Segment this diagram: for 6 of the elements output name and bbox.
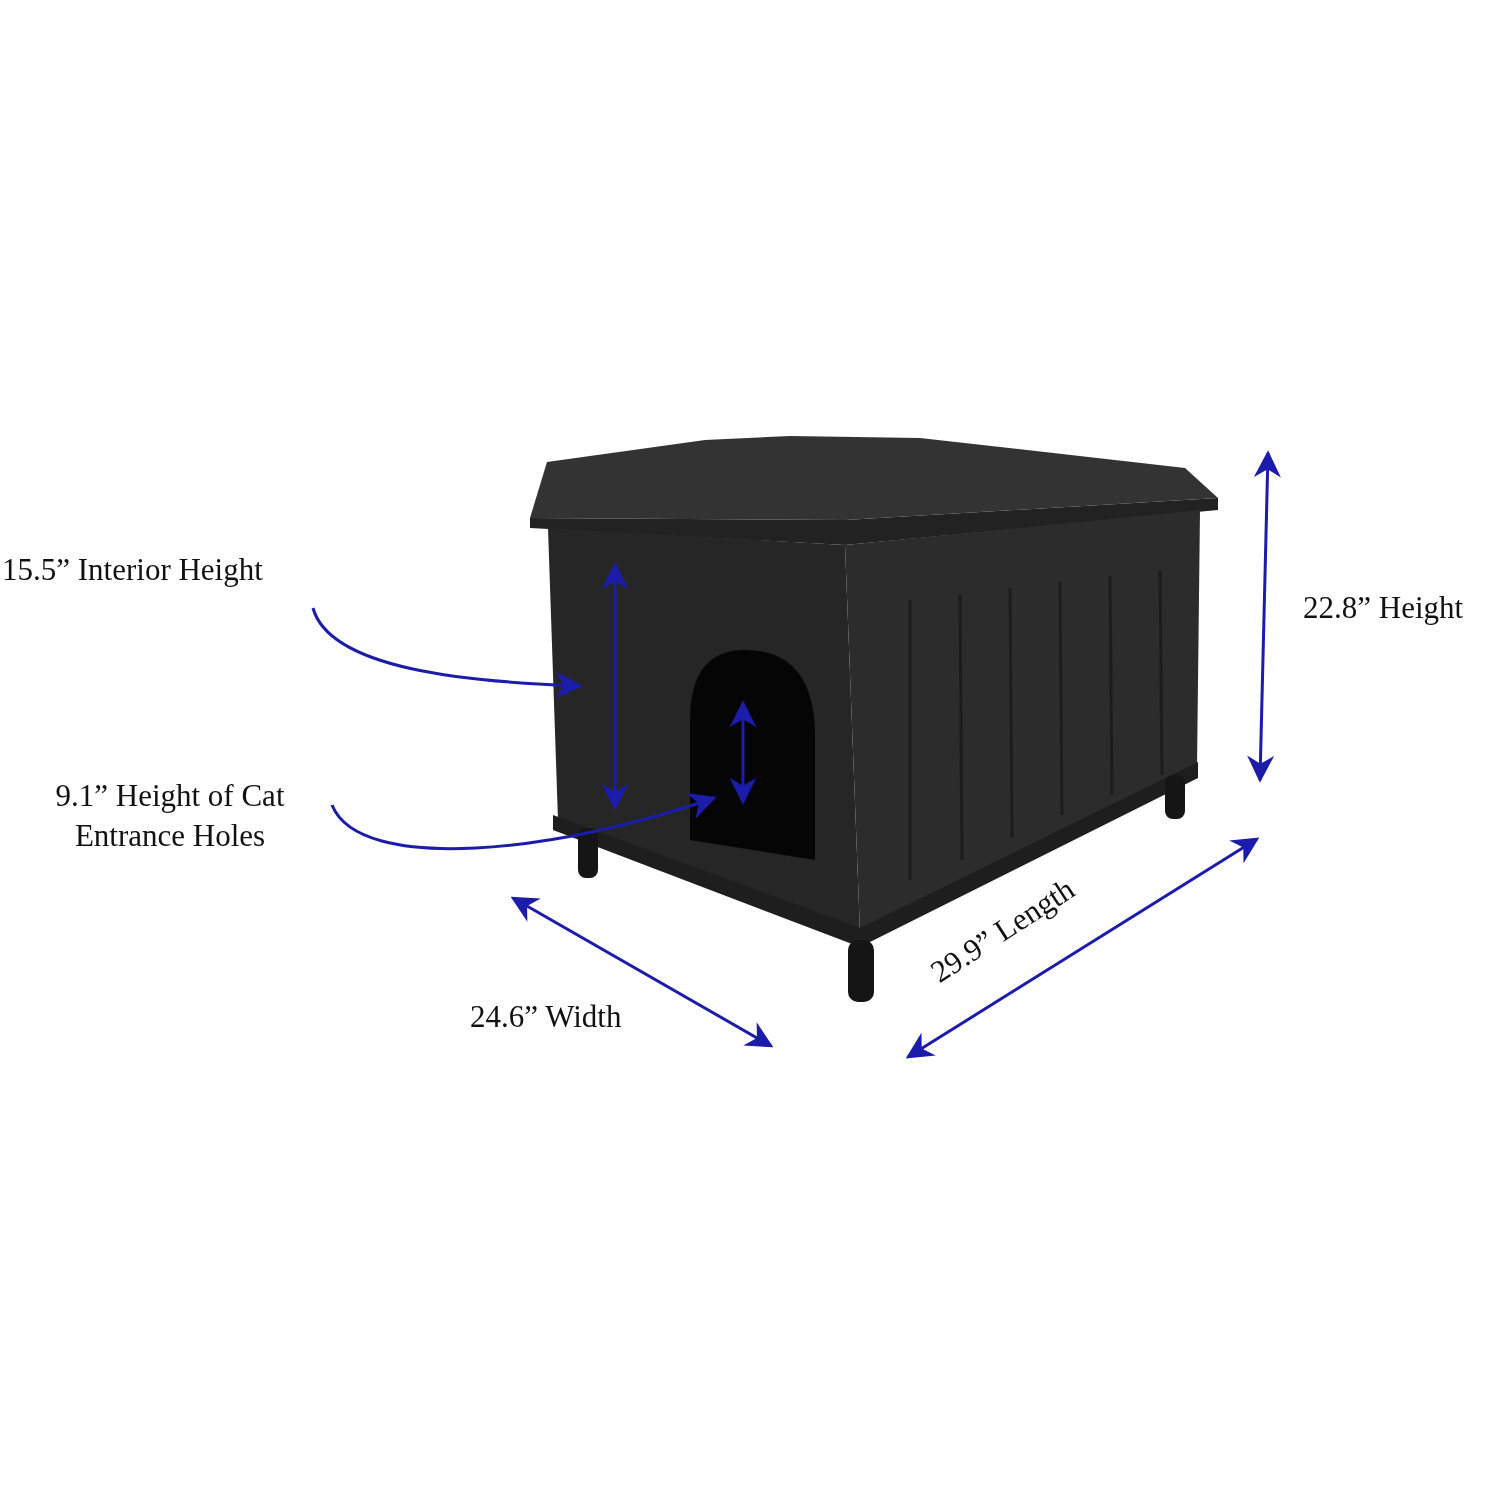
leader-line xyxy=(330,792,717,851)
dimension-label: 24.6” Width xyxy=(470,998,622,1036)
dimension-label: 22.8” Height xyxy=(1303,589,1464,627)
callout-text: 15.5” Interior Height xyxy=(2,550,332,590)
callout-text: 9.1” Height of Cat Entrance Holes xyxy=(20,776,320,856)
leader-line xyxy=(311,607,583,699)
